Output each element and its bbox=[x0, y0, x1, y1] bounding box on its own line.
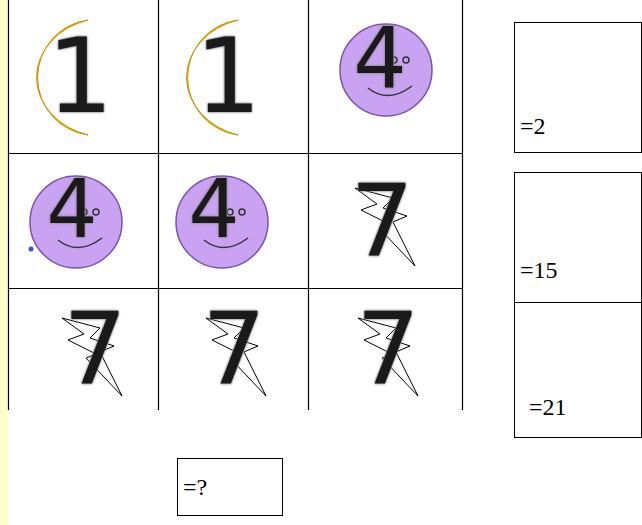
side-strip bbox=[0, 0, 8, 525]
equation-text: =21 bbox=[529, 395, 567, 419]
handwritten-digit: 4 bbox=[353, 16, 406, 100]
blue-dot bbox=[29, 247, 34, 252]
grid-lines bbox=[8, 0, 463, 410]
answer-box: =15 bbox=[514, 172, 642, 303]
answer-box: =? bbox=[177, 458, 283, 516]
handwritten-digit: 1 bbox=[195, 24, 261, 128]
handwritten-digit: 7 bbox=[202, 300, 266, 400]
equation-text: =? bbox=[183, 475, 207, 499]
handwritten-digit: 4 bbox=[189, 170, 240, 250]
handwritten-digit: 4 bbox=[47, 170, 98, 250]
answer-box: =2 bbox=[514, 22, 642, 153]
equation-text: =15 bbox=[520, 258, 558, 282]
handwritten-digit: 7 bbox=[356, 300, 420, 400]
handwritten-digit: 7 bbox=[63, 300, 127, 400]
equation-text: =2 bbox=[520, 114, 546, 138]
answer-box: =21 bbox=[514, 302, 642, 438]
handwritten-digit: 1 bbox=[47, 24, 113, 128]
handwritten-digit: 7 bbox=[350, 172, 414, 272]
